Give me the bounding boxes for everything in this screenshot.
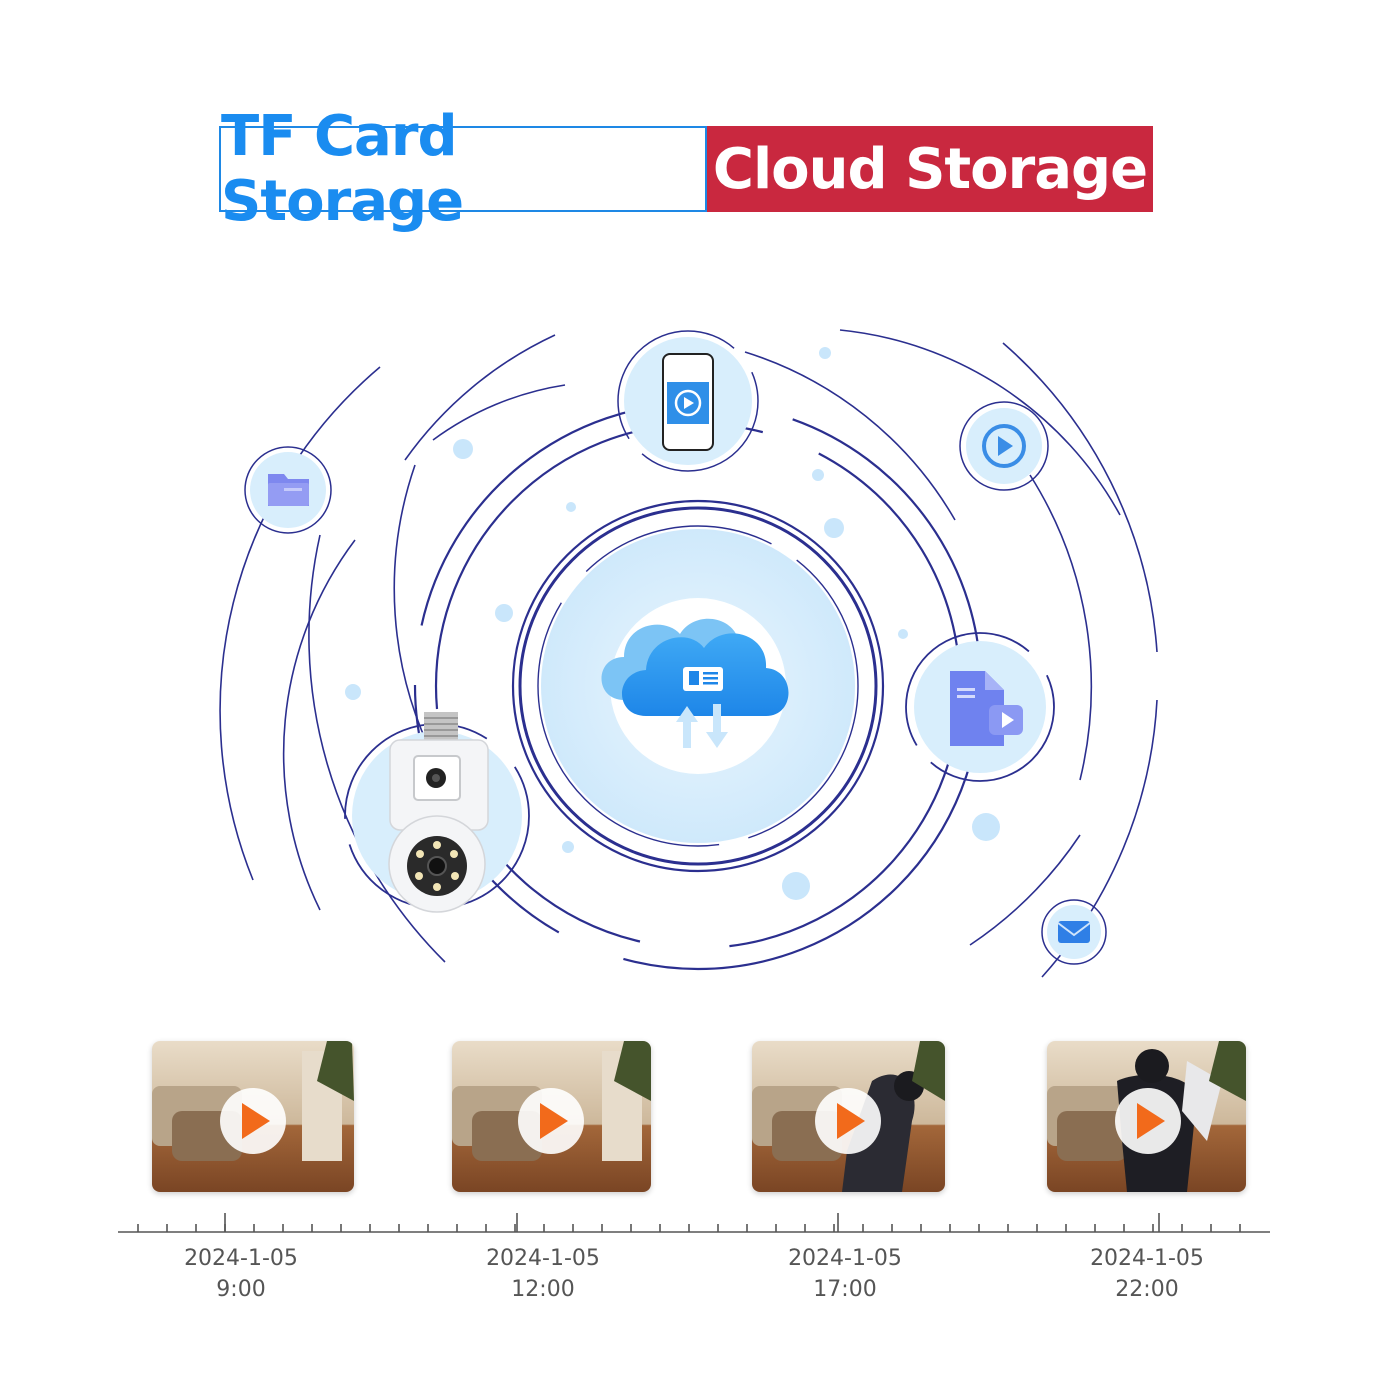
timestamp-1200: 2024-1-05 12:00 (443, 1243, 643, 1305)
central-cloud-hub (541, 529, 855, 843)
decor-dots (345, 347, 1000, 900)
camera-product-node (344, 712, 530, 913)
play-node (959, 401, 1049, 491)
timestamp-date: 2024-1-05 (1090, 1246, 1204, 1271)
timeline-axis (118, 1213, 1270, 1233)
smartphone-play-node (617, 330, 759, 472)
camera-product-icon (388, 712, 489, 913)
timestamp-date: 2024-1-05 (788, 1246, 902, 1271)
folder-icon (268, 474, 309, 506)
orbit-rings (219, 329, 1158, 978)
timestamp-date: 2024-1-05 (486, 1246, 600, 1271)
timestamp-time: 9:00 (216, 1277, 266, 1302)
timestamp-date: 2024-1-05 (184, 1246, 298, 1271)
timestamp-0900: 2024-1-05 9:00 (141, 1243, 341, 1305)
folder-node (244, 446, 332, 534)
recording-thumbnail-2200[interactable] (1047, 1041, 1246, 1192)
timestamp-time: 17:00 (813, 1277, 877, 1302)
play-circle-icon (982, 424, 1026, 468)
timestamp-time: 12:00 (511, 1277, 575, 1302)
timestamp-2200: 2024-1-05 22:00 (1047, 1243, 1247, 1305)
mail-icon (1057, 921, 1091, 943)
recording-thumbnail-1700[interactable] (752, 1041, 945, 1192)
recording-thumbnail-1200[interactable] (452, 1041, 651, 1192)
cloud-storage-title: Cloud Storage (707, 126, 1153, 212)
video-file-icon (950, 671, 1023, 746)
recording-thumbnail-0900[interactable] (152, 1041, 354, 1192)
video-file-node (905, 632, 1055, 782)
timestamp-time: 22:00 (1115, 1277, 1179, 1302)
timestamp-1700: 2024-1-05 17:00 (745, 1243, 945, 1305)
cloud-upload-download-icon (601, 618, 789, 748)
smartphone-play-icon (662, 353, 714, 451)
mail-node (1041, 899, 1107, 965)
timeline-ticks (137, 1213, 1241, 1232)
